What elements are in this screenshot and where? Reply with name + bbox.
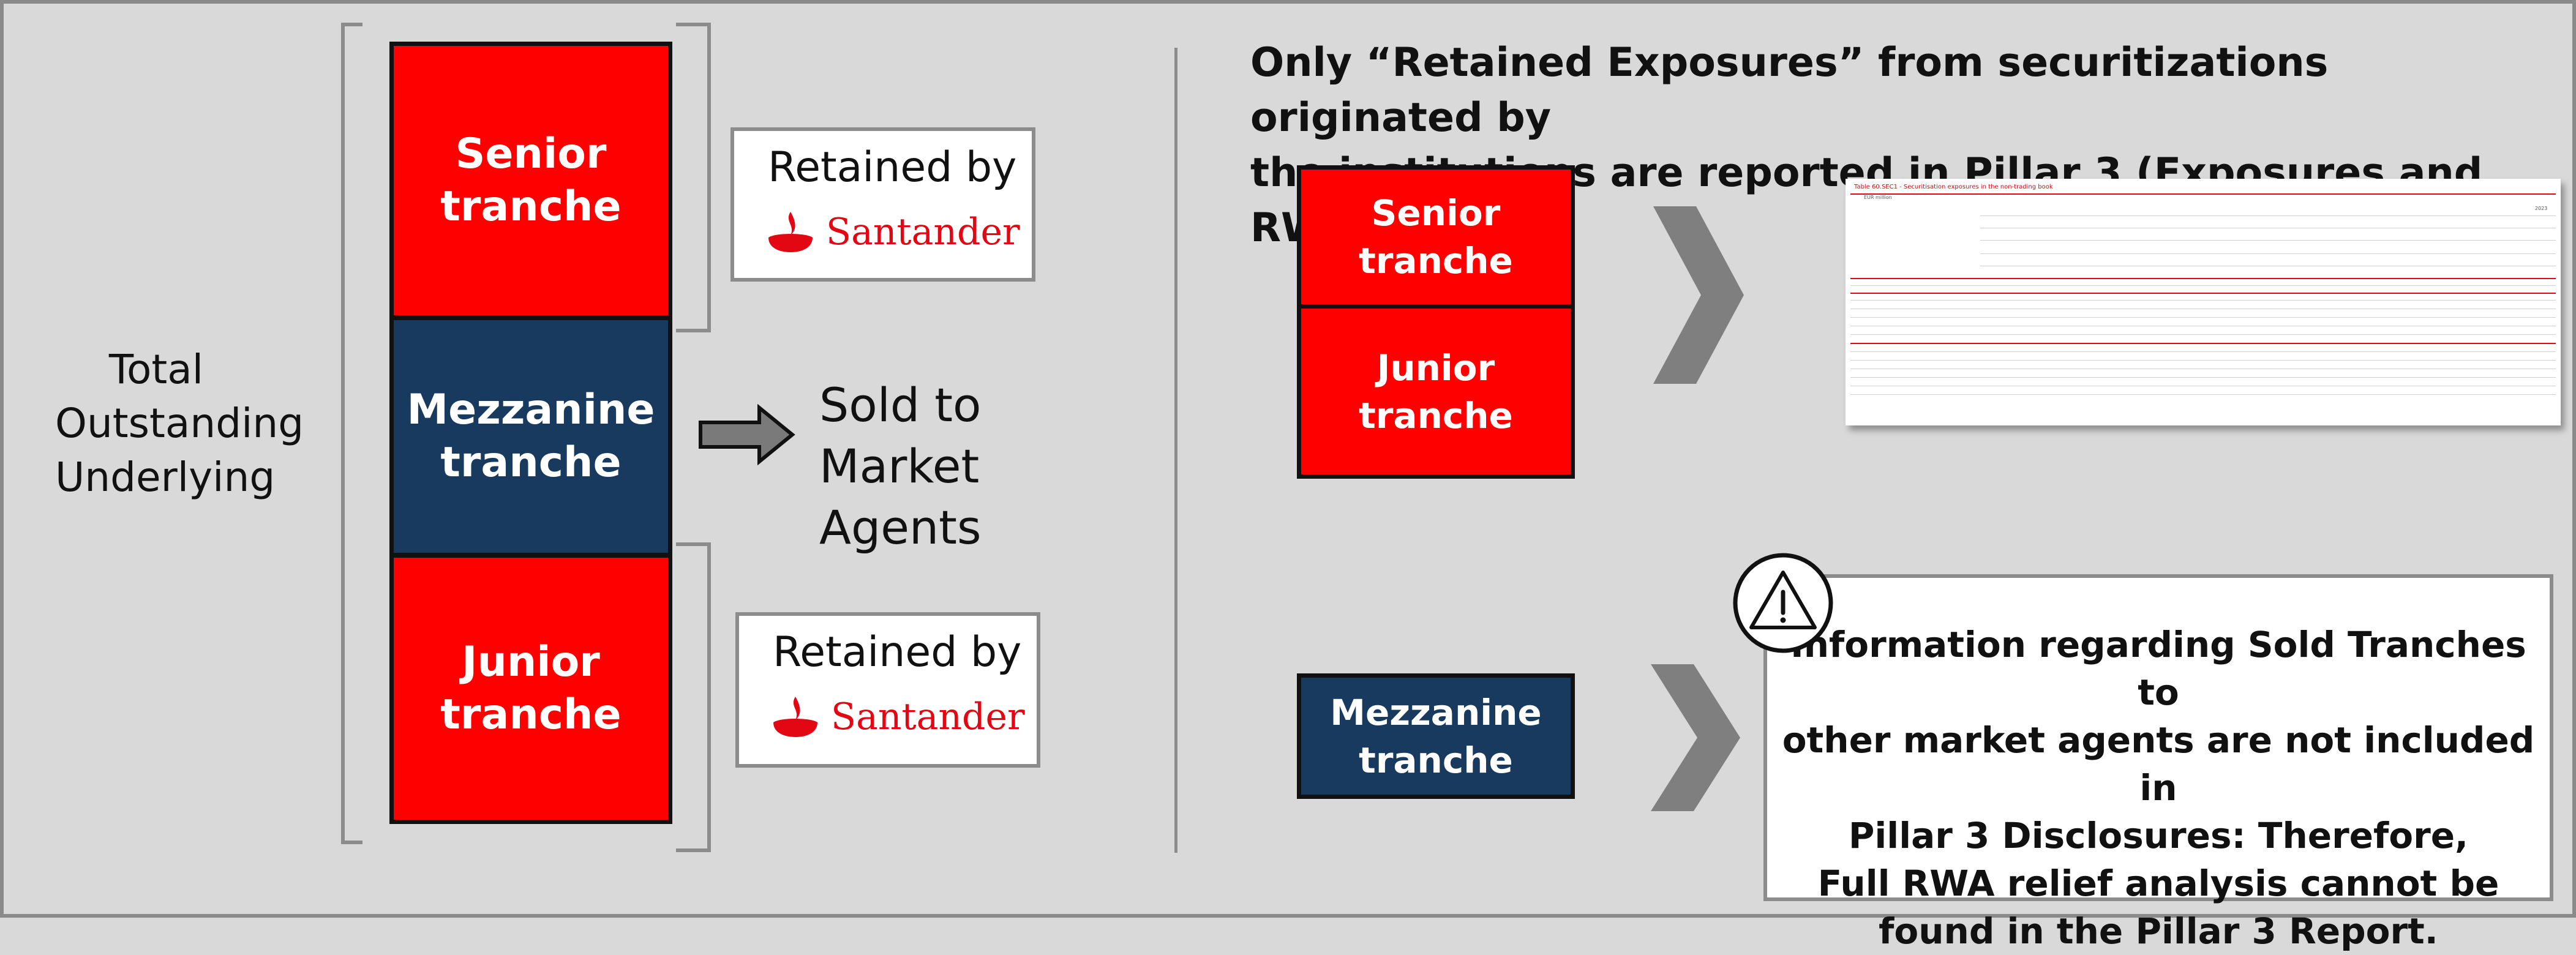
table-rule [1850,293,2556,294]
table-rule [1980,253,2556,254]
chevron-right-icon [1651,664,1740,811]
santander-flame-icon [768,212,813,252]
table-rule [1850,285,2556,286]
table-title: Table 60.SEC1 - Securitisation exposures… [1854,184,2053,190]
table-rule [1850,360,2556,361]
table-rule [1850,317,2556,318]
santander-flame-icon [773,697,817,737]
senior-retained-bracket [676,23,711,332]
santander-wordmark: Santander [831,695,1025,738]
warning-box: Information regarding Sold Tranches to o… [1763,574,2553,952]
panel-divider [1174,48,1177,853]
santander-logo: Santander [771,695,1025,738]
table-year: 2023 [2535,206,2548,211]
table-rule [1980,215,2556,216]
table-rule [1850,343,2556,344]
table-rule [1850,334,2556,335]
table-rule [1980,240,2556,241]
table-rule [1850,351,2556,352]
junior-retained-bracket [676,542,711,852]
santander-logo: Santander [766,211,1020,253]
pillar3-table-thumbnail: Table 60.SEC1 - Securitisation exposures… [1846,179,2561,425]
total-outstanding-label: Total Outstanding Underlying [55,346,304,501]
junior-tranche: Junior tranche [394,558,668,820]
retained-senior-tranche: Senior tranche [1301,170,1571,304]
total-bracket [341,23,362,844]
table-unit: EUR million [1864,195,1892,200]
retained-by-label: Retained by [773,628,1022,676]
sold-to-market-label: Sold to Market Agents [819,378,982,555]
table-rule [1850,278,2556,279]
retained-by-santander-bottom: Retained by Santander [735,612,1040,768]
chevron-right-icon [1653,206,1744,384]
santander-wordmark: Santander [826,211,1020,253]
warning-text: Information regarding Sold Tranches to o… [1782,624,2535,952]
table-rule [1850,300,2556,301]
senior-tranche: Senior tranche [394,46,668,315]
right-arrow-icon [699,404,795,465]
table-rule [1850,394,2556,395]
mezzanine-tranche: Mezzanine tranche [394,320,668,553]
outer-frame [0,0,2576,918]
table-rule [1850,377,2556,378]
retained-by-label: Retained by [768,143,1017,192]
sold-mezzanine-tranche: Mezzanine tranche [1297,673,1575,799]
retained-junior-tranche: Junior tranche [1301,309,1571,474]
table-rule [1850,193,2556,195]
retained-by-santander-top: Retained by Santander [730,127,1035,282]
warning-icon [1733,553,1833,653]
